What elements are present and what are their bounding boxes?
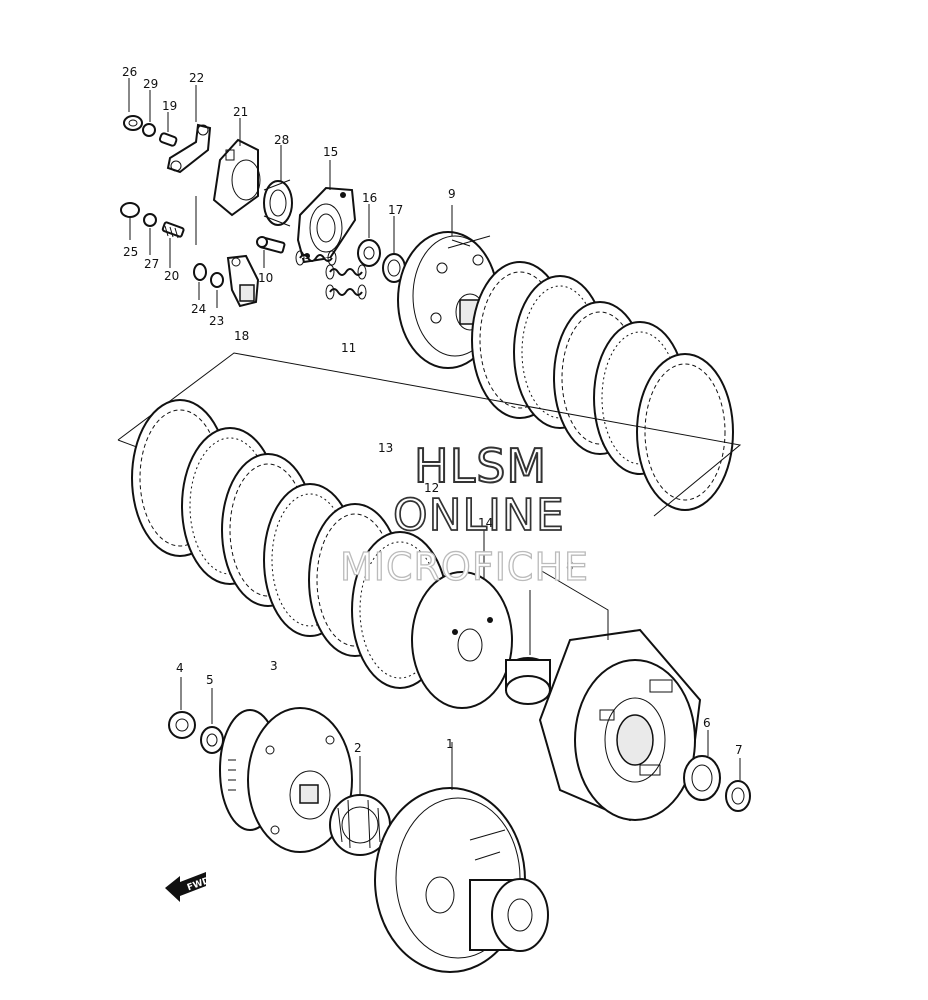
callout-9[interactable]: 9 bbox=[448, 187, 456, 201]
callout-7[interactable]: 7 bbox=[735, 743, 743, 757]
leader-lines-upper bbox=[128, 78, 395, 308]
callout-25[interactable]: 25 bbox=[123, 245, 138, 259]
part-13-group-bracket bbox=[117, 352, 742, 517]
callout-14[interactable]: 14 bbox=[478, 516, 493, 530]
callout-8[interactable]: 8 bbox=[566, 559, 574, 573]
plate-stack-lower[interactable] bbox=[131, 399, 449, 689]
part-15-pressure-disc[interactable] bbox=[296, 186, 357, 264]
callout-16[interactable]: 16 bbox=[362, 191, 377, 205]
callout-20[interactable]: 20 bbox=[164, 269, 179, 283]
callout-5[interactable]: 5 bbox=[206, 673, 214, 687]
part-1-primary-driven-gear[interactable] bbox=[374, 742, 549, 973]
part-21-release-cam[interactable] bbox=[212, 138, 261, 217]
part-26-nut[interactable] bbox=[123, 115, 143, 131]
callout-26[interactable]: 26 bbox=[122, 65, 137, 79]
part-5-washer[interactable] bbox=[200, 688, 224, 754]
callout-11[interactable]: 11 bbox=[341, 341, 356, 355]
part-14-clutch-plate[interactable] bbox=[411, 530, 513, 709]
clutch-outer-housing[interactable] bbox=[538, 569, 702, 822]
part-18-release-arm[interactable] bbox=[226, 254, 260, 308]
callout-23[interactable]: 23 bbox=[209, 314, 224, 328]
callout-24[interactable]: 24 bbox=[191, 302, 206, 316]
callout-4[interactable]: 4 bbox=[176, 661, 184, 675]
part-17-ring[interactable] bbox=[382, 253, 406, 283]
callout-1[interactable]: 1 bbox=[446, 737, 454, 751]
callout-6[interactable]: 6 bbox=[703, 716, 711, 730]
part-6-thrust-washer[interactable] bbox=[683, 730, 721, 801]
part-27-washer[interactable] bbox=[143, 213, 157, 227]
watermark-line3: MICROFICHE bbox=[340, 545, 589, 589]
part-2-needle-bearing[interactable] bbox=[329, 756, 391, 856]
callout-17[interactable]: 17 bbox=[388, 203, 403, 217]
callout-19[interactable]: 19 bbox=[162, 99, 177, 113]
watermark-line1: HLSM bbox=[414, 439, 547, 493]
part-22-lever[interactable] bbox=[166, 123, 212, 174]
part-24-circlip[interactable] bbox=[193, 263, 207, 281]
part-3-clutch-hub[interactable] bbox=[219, 707, 353, 853]
callout-13[interactable]: 13 bbox=[378, 441, 393, 455]
callout-15[interactable]: 15 bbox=[323, 145, 338, 159]
part-23-washer[interactable] bbox=[210, 272, 224, 288]
part-29-washer[interactable] bbox=[142, 123, 156, 137]
callout-18[interactable]: 18 bbox=[234, 329, 249, 343]
callout-22[interactable]: 22 bbox=[189, 71, 204, 85]
part-10-bolt[interactable] bbox=[256, 236, 286, 254]
part-7-washer[interactable] bbox=[725, 758, 751, 812]
fwd-direction-arrow: FWD bbox=[165, 872, 211, 902]
release-mechanism-group bbox=[120, 78, 406, 308]
callout-10[interactable]: 10 bbox=[258, 271, 273, 285]
callout-labels: 26 29 19 22 21 28 15 16 17 9 25 27 20 10… bbox=[122, 65, 743, 757]
callout-27[interactable]: 27 bbox=[144, 257, 159, 271]
watermark: HLSM ONLINE MICROFICHE bbox=[339, 438, 589, 590]
callout-3[interactable]: 3 bbox=[270, 659, 278, 673]
part-4-nut[interactable] bbox=[168, 677, 196, 739]
part-20-adjust-screw[interactable] bbox=[161, 221, 185, 239]
callout-28[interactable]: 28 bbox=[274, 133, 289, 147]
part-28-bearing[interactable] bbox=[263, 179, 293, 227]
callout-21[interactable]: 21 bbox=[233, 105, 248, 119]
part-19-screw[interactable] bbox=[158, 132, 178, 147]
part-16-washer[interactable] bbox=[357, 239, 381, 267]
callout-2[interactable]: 2 bbox=[354, 741, 362, 755]
part-25-nut[interactable] bbox=[120, 202, 140, 218]
callout-29[interactable]: 29 bbox=[143, 77, 158, 91]
callout-12[interactable]: 12 bbox=[424, 481, 439, 495]
part-8-sleeve[interactable] bbox=[505, 590, 551, 705]
part-11-springs[interactable] bbox=[295, 250, 367, 300]
plate-stack-upper[interactable] bbox=[471, 261, 734, 511]
watermark-line2: ONLINE bbox=[393, 490, 565, 541]
